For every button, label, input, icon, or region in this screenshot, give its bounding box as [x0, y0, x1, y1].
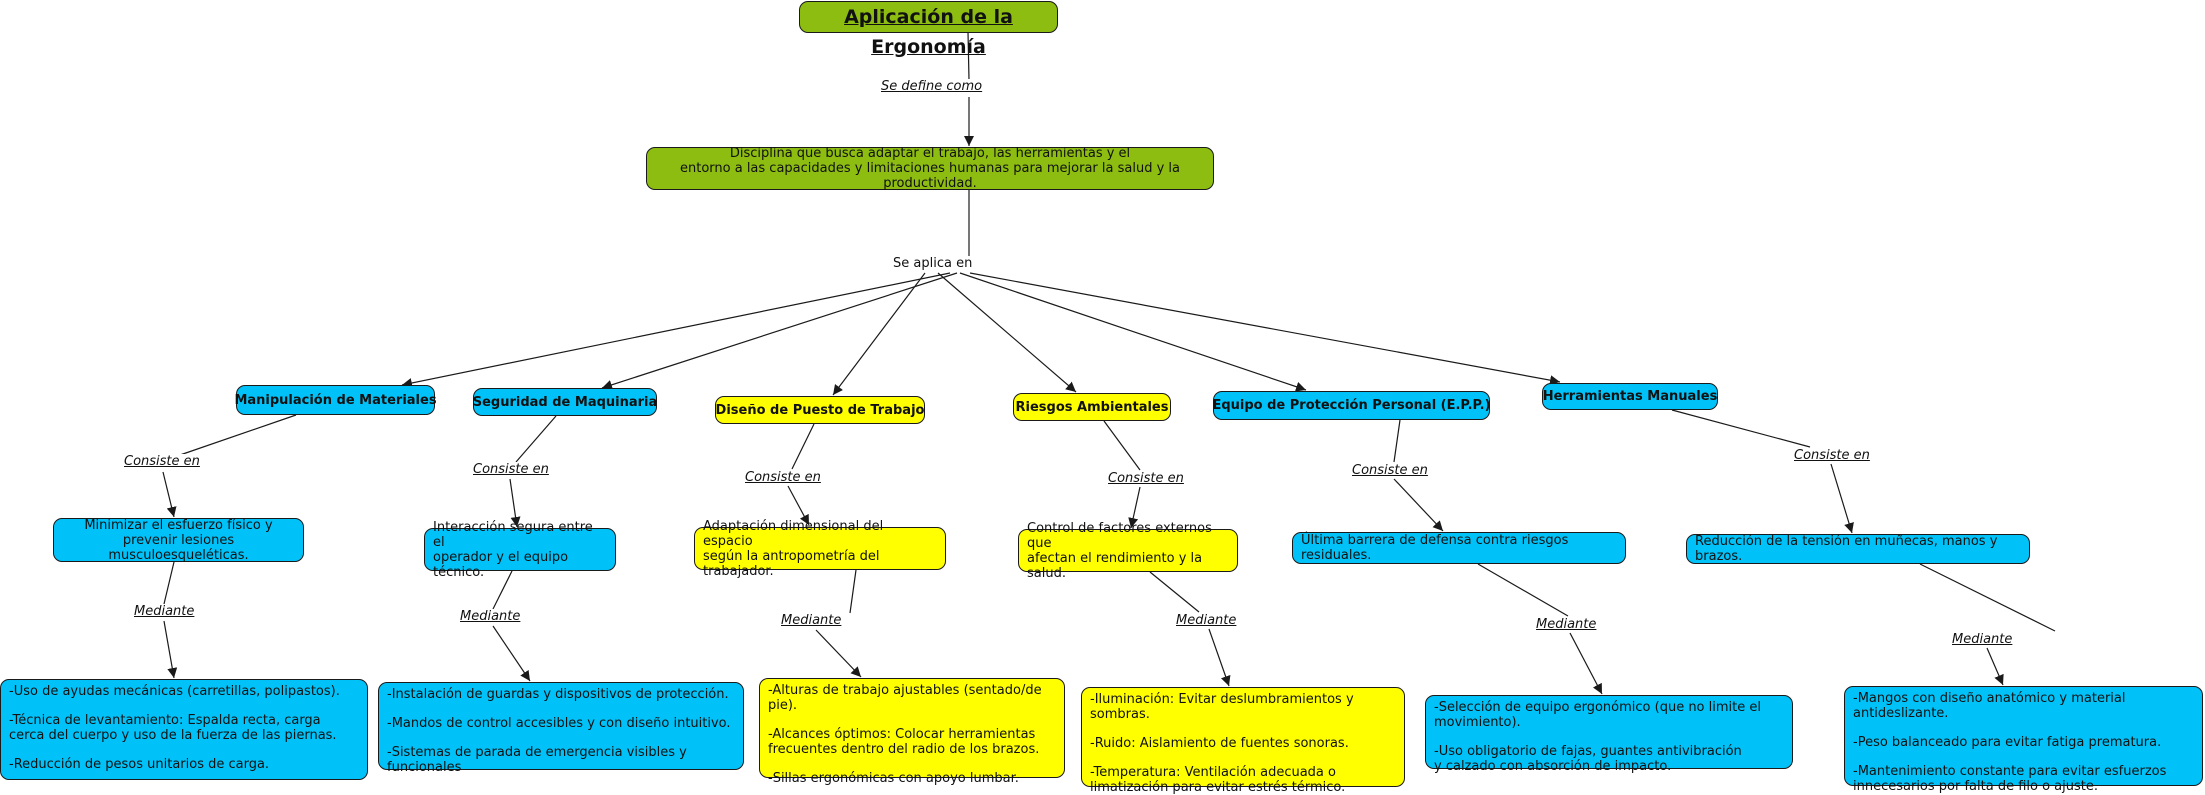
link-label-mediante: Mediante [1535, 617, 1598, 632]
concept-node-diseno[interactable]: Adaptación dimensional del espacio según… [694, 519, 946, 579]
branch-header-riesgos-ambientales[interactable]: Riesgos Ambientales [1013, 393, 1171, 421]
details-node-riesgos[interactable]: -Iluminación: Evitar deslumbramientos y … [1081, 687, 1405, 795]
link-label-se-define-como: Se define como [880, 79, 984, 94]
link-label-consiste-en: Consiste en [472, 462, 550, 477]
branch-header-seguridad-maquinaria[interactable]: Seguridad de Maquinaria [473, 388, 657, 416]
branch-header-herramientas-manuales[interactable]: Herramientas Manuales [1542, 383, 1718, 410]
detail-item: -Mantenimiento constante para evitar esf… [1853, 764, 2167, 794]
detail-item: -Mandos de control accesibles y con dise… [387, 716, 731, 731]
link-label-consiste-en: Consiste en [1107, 471, 1185, 486]
link-label-consiste-en: Consiste en [1351, 463, 1429, 478]
branch-header-epp[interactable]: Equipo de Protección Personal (E.P.P.) [1212, 391, 1491, 420]
details-node-herramientas[interactable]: -Mangos con diseño anatómico y material … [1844, 686, 2203, 794]
concept-node-riesgos[interactable]: Control de factores externos que afectan… [1018, 521, 1238, 581]
link-label-mediante: Mediante [1951, 632, 2014, 647]
concept-node-manipulacion[interactable]: Minimizar el esfuerzo físico y prevenir … [53, 518, 304, 563]
detail-item: -Temperatura: Ventilación adecuada o lim… [1090, 765, 1346, 795]
title-node[interactable]: Aplicación de la Ergonomía [799, 1, 1058, 58]
concept-node-herramientas[interactable]: Reducción de la tensión en muñecas, mano… [1686, 534, 2030, 564]
concept-node-epp[interactable]: Última barrera de defensa contra riesgos… [1292, 532, 1626, 564]
link-label-se-aplica-en: Se aplica en [892, 256, 974, 271]
link-label-mediante: Mediante [780, 613, 843, 628]
link-label-mediante: Mediante [133, 604, 196, 619]
detail-item: -Alturas de trabajo ajustables (sentado/… [768, 683, 1042, 713]
detail-item: -Reducción de pesos unitarios de carga. [9, 757, 270, 772]
details-node-seguridad[interactable]: -Instalación de guardas y dispositivos d… [378, 682, 744, 775]
link-label-consiste-en: Consiste en [744, 470, 822, 485]
branch-header-diseno-puesto[interactable]: Diseño de Puesto de Trabajo [715, 396, 925, 424]
detail-item: -Uso de ayudas mecánicas (carretillas, p… [9, 684, 340, 699]
detail-item: -Instalación de guardas y dispositivos d… [387, 687, 729, 702]
detail-item: -Uso obligatorio de fajas, guantes antiv… [1434, 744, 1742, 774]
link-label-consiste-en: Consiste en [1793, 448, 1871, 463]
details-node-epp[interactable]: -Selección de equipo ergonómico (que no … [1425, 695, 1793, 774]
concept-node-seguridad[interactable]: Interacción segura entre el operador y e… [424, 520, 616, 580]
link-label-mediante: Mediante [459, 609, 522, 624]
detail-item: -Alcances óptimos: Colocar herramientas … [768, 727, 1040, 757]
link-label-mediante: Mediante [1175, 613, 1238, 628]
link-label-consiste-en: Consiste en [123, 454, 201, 469]
detail-item: -Mangos con diseño anatómico y material … [1853, 691, 2126, 721]
details-node-diseno[interactable]: -Alturas de trabajo ajustables (sentado/… [759, 678, 1065, 786]
detail-item: -Técnica de levantamiento: Espalda recta… [9, 713, 337, 743]
detail-item: -Selección de equipo ergonómico (que no … [1434, 700, 1761, 730]
detail-item: -Ruido: Aislamiento de fuentes sonoras. [1090, 736, 1349, 751]
detail-item: -Sillas ergonómicas con apoyo lumbar. [768, 771, 1019, 786]
details-node-manipulacion[interactable]: -Uso de ayudas mecánicas (carretillas, p… [0, 679, 368, 780]
detail-item: -Sistemas de parada de emergencia visibl… [387, 745, 687, 775]
definition-node[interactable]: Disciplina que busca adaptar el trabajo,… [646, 146, 1214, 191]
detail-item: -Iluminación: Evitar deslumbramientos y … [1090, 692, 1354, 722]
detail-item: -Peso balanceado para evitar fatiga prem… [1853, 735, 2162, 750]
branch-header-manipulacion-materiales[interactable]: Manipulación de Materiales [234, 385, 437, 415]
